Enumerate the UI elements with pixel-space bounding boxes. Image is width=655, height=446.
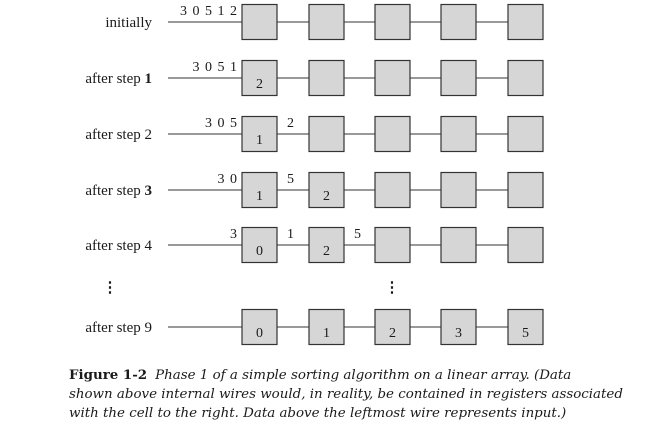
row-step-number: 1 [145,71,153,87]
input-data: 3 0 5 1 2 [180,4,238,19]
processor-cell [241,59,278,97]
cell-value: 1 [256,133,263,148]
processor-cell [374,59,411,97]
processor-cell [440,308,477,346]
row-label: after step 9 [85,320,152,336]
row-label-text: after step [85,238,144,254]
cell-value: 5 [522,326,529,341]
row-label-text: after step [85,71,144,87]
cell-value: 0 [256,326,263,341]
input-data: 3 0 [218,172,239,187]
processor-cell [374,226,411,264]
cell-value: 3 [455,326,462,341]
row-label-text: after step [85,320,144,336]
cell-value: 2 [389,326,396,341]
caption-line-3: with the cell to the right. Data above t… [69,406,567,421]
wire-data: 2 [287,116,294,131]
input-data: 3 0 5 [205,116,238,131]
processor-cell [440,3,477,41]
processor-cell [507,59,544,97]
row-label-text: after step [85,183,144,199]
row-label: initially [105,15,152,31]
processor-cell [374,115,411,153]
cell-value: 1 [323,326,330,341]
processor-cell [507,308,544,346]
row-step-number: 9 [145,320,153,336]
processor-cell [440,171,477,209]
input-data: 3 [230,227,238,242]
input-data: 3 0 5 1 [193,60,239,75]
processor-cell [507,3,544,41]
processor-cell [374,3,411,41]
processor-cell [507,171,544,209]
processor-cell [308,3,345,41]
row-step-number: 4 [145,238,153,254]
row-label-text: initially [105,15,152,31]
processor-cell [440,59,477,97]
row-step-number: 2 [145,127,153,143]
cell-value: 1 [256,189,263,204]
processor-cell [440,226,477,264]
processor-cell [241,308,278,346]
wire-data: 5 [354,227,361,242]
cell-value: 2 [256,77,263,92]
row-label-text: after step [85,127,144,143]
row-step-number: 3 [145,183,153,199]
cell-value: 2 [323,189,330,204]
ellipsis-diagram: ⋮ [385,280,400,296]
row-label: after step 2 [85,127,152,143]
processor-cell [308,59,345,97]
wire-data: 1 [287,227,294,242]
wire-data: 5 [287,172,294,187]
processor-cell [507,226,544,264]
processor-cell [241,226,278,264]
row-label: after step 4 [85,238,152,254]
caption-line-2: shown above internal wires would, in rea… [69,387,623,402]
figure-label: Figure 1-2 [69,367,148,383]
figure-caption: Figure 1-2 Phase 1 of a simple sorting al… [69,366,629,423]
processor-cell [241,171,278,209]
processor-cell [308,226,345,264]
ellipsis-label: ⋮ [103,280,118,296]
processor-cell [308,115,345,153]
row-label: after step 1 [85,71,152,87]
caption-text: Phase 1 of a simple sorting algorithm on… [155,368,572,383]
processor-cell [374,308,411,346]
processor-cell [440,115,477,153]
cell-value: 2 [323,244,330,259]
row-label: after step 3 [85,183,152,199]
caption-line-1: Figure 1-2 Phase 1 of a simple sorting al… [69,366,629,385]
processor-cell [308,308,345,346]
processor-cell [374,171,411,209]
processor-cell [507,115,544,153]
cell-value: 0 [256,244,263,259]
processor-cell [241,3,278,41]
processor-cell [308,171,345,209]
processor-cell [241,115,278,153]
